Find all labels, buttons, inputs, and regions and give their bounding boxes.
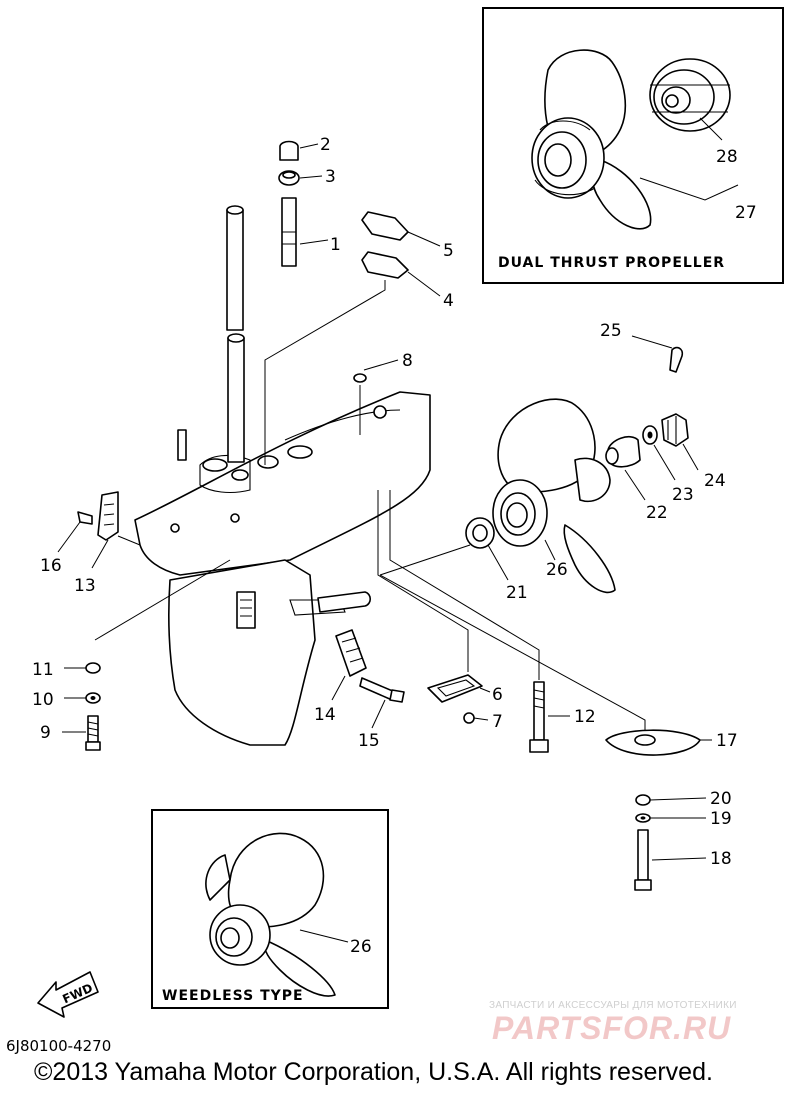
cover-and-screw bbox=[377, 490, 491, 724]
callout-7: 7 bbox=[492, 712, 503, 732]
callout-13: 13 bbox=[74, 576, 96, 596]
weedless-frame bbox=[151, 809, 389, 1009]
callout-20: 20 bbox=[710, 789, 732, 809]
dual-thrust-label: DUAL THRUST PROPELLER bbox=[498, 255, 725, 271]
callout-15: 15 bbox=[358, 731, 380, 751]
callout-5: 5 bbox=[443, 241, 454, 261]
long-bolt bbox=[389, 490, 570, 753]
trim-tab-and-bolt bbox=[331, 629, 405, 729]
shift-rod-assembly bbox=[278, 140, 329, 267]
dual-thrust-inset: 28 27 DUAL THRUST PROPELLER bbox=[482, 7, 784, 284]
callout-8: 8 bbox=[402, 351, 413, 371]
anode-plate-assembly bbox=[379, 574, 712, 891]
watermark-tagline: ЗАПЧАСТИ И АКСЕССУАРЫ ДЛЯ МОТОТЕХНИКИ bbox=[489, 1000, 737, 1011]
thrust-hub-drawing bbox=[649, 58, 731, 132]
callout-21: 21 bbox=[506, 583, 528, 603]
callout-16: 16 bbox=[40, 556, 62, 576]
callout-17: 17 bbox=[716, 731, 738, 751]
o-ring bbox=[353, 359, 399, 435]
diagram-code: 6J80100-4270 bbox=[6, 1037, 112, 1055]
dual-thrust-propeller-drawing bbox=[531, 49, 652, 230]
callout-28: 28 bbox=[716, 147, 738, 167]
callout-12: 12 bbox=[574, 707, 596, 727]
callout-11: 11 bbox=[32, 660, 54, 680]
callout-24: 24 bbox=[704, 471, 726, 491]
callout-22: 22 bbox=[646, 503, 668, 523]
main-propeller bbox=[492, 398, 616, 594]
callout-19: 19 bbox=[710, 809, 732, 829]
callout-26-weedless: 26 bbox=[350, 937, 372, 957]
trim-tab-cover bbox=[57, 429, 187, 569]
bolt-washer-set-left bbox=[62, 559, 231, 751]
propeller-hardware bbox=[379, 335, 699, 581]
callout-2: 2 bbox=[320, 135, 331, 155]
watermark-logo: PARTSFOR.RU bbox=[492, 1010, 732, 1046]
copyright-notice: ©2013 Yamaha Motor Corporation, U.S.A. A… bbox=[34, 1058, 713, 1086]
weedless-inset: 26 WEEDLESS TYPE bbox=[151, 809, 389, 1009]
callout-18: 18 bbox=[710, 849, 732, 869]
callout-9: 9 bbox=[40, 723, 51, 743]
callout-6: 6 bbox=[492, 685, 503, 705]
anode-blocks bbox=[264, 211, 441, 465]
fwd-arrow: FWD bbox=[37, 971, 99, 1018]
callout-10: 10 bbox=[32, 690, 54, 710]
callout-23: 23 bbox=[672, 485, 694, 505]
lower-unit-housing bbox=[134, 391, 431, 746]
callout-26-main: 26 bbox=[546, 560, 568, 580]
callout-3: 3 bbox=[325, 167, 336, 187]
weedless-propeller-drawing bbox=[205, 832, 336, 997]
callout-27: 27 bbox=[735, 203, 757, 223]
callout-4: 4 bbox=[443, 291, 454, 311]
callout-14: 14 bbox=[314, 705, 336, 725]
callout-25: 25 bbox=[600, 321, 622, 341]
callout-1: 1 bbox=[330, 235, 341, 255]
dual-thrust-frame bbox=[482, 7, 784, 284]
drive-shaft bbox=[226, 205, 245, 463]
weedless-label: WEEDLESS TYPE bbox=[162, 988, 304, 1004]
